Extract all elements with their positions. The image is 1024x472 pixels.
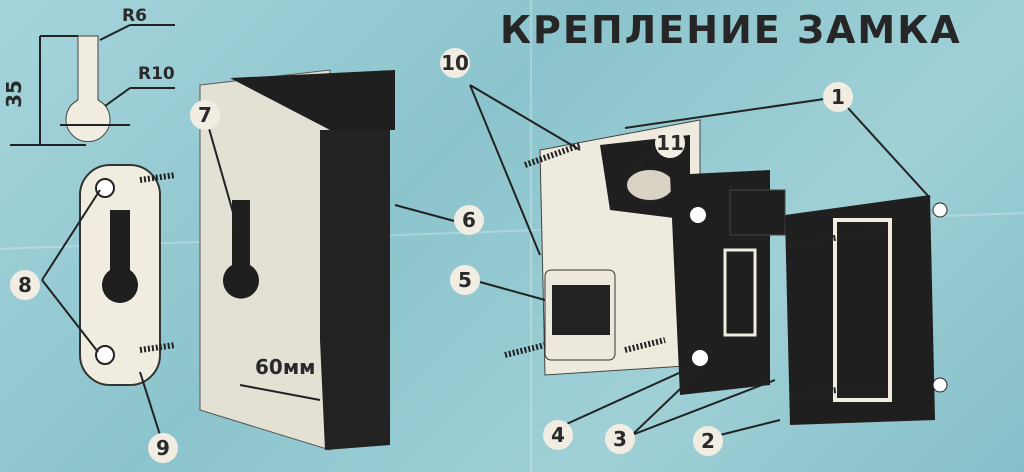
- callout-8: 8: [10, 270, 40, 300]
- callout-3: 3: [605, 424, 635, 454]
- callout-9: 9: [148, 433, 178, 463]
- callout-6: 6: [454, 205, 484, 235]
- paper-fold: [530, 0, 532, 472]
- height-35-label: 35: [1, 80, 26, 108]
- distance-60mm-label: 60мм: [255, 355, 316, 379]
- callout-10: 10: [440, 48, 470, 78]
- strike-plate: [785, 195, 948, 425]
- escutcheon-plate: [79, 164, 176, 386]
- door-section: [199, 69, 395, 451]
- keyhole-profile: [10, 24, 175, 146]
- callout-11: 11: [655, 128, 685, 158]
- lock-body: [504, 119, 786, 395]
- callout-2: 2: [693, 426, 723, 456]
- radius-10-label: R10: [138, 64, 175, 84]
- radius-6-label: R6: [122, 6, 147, 26]
- callout-1: 1: [823, 82, 853, 112]
- diagram-title: КРЕПЛЕНИЕ ЗАМКА: [500, 8, 962, 52]
- callout-7: 7: [190, 100, 220, 130]
- callout-4: 4: [543, 420, 573, 450]
- callout-5: 5: [450, 265, 480, 295]
